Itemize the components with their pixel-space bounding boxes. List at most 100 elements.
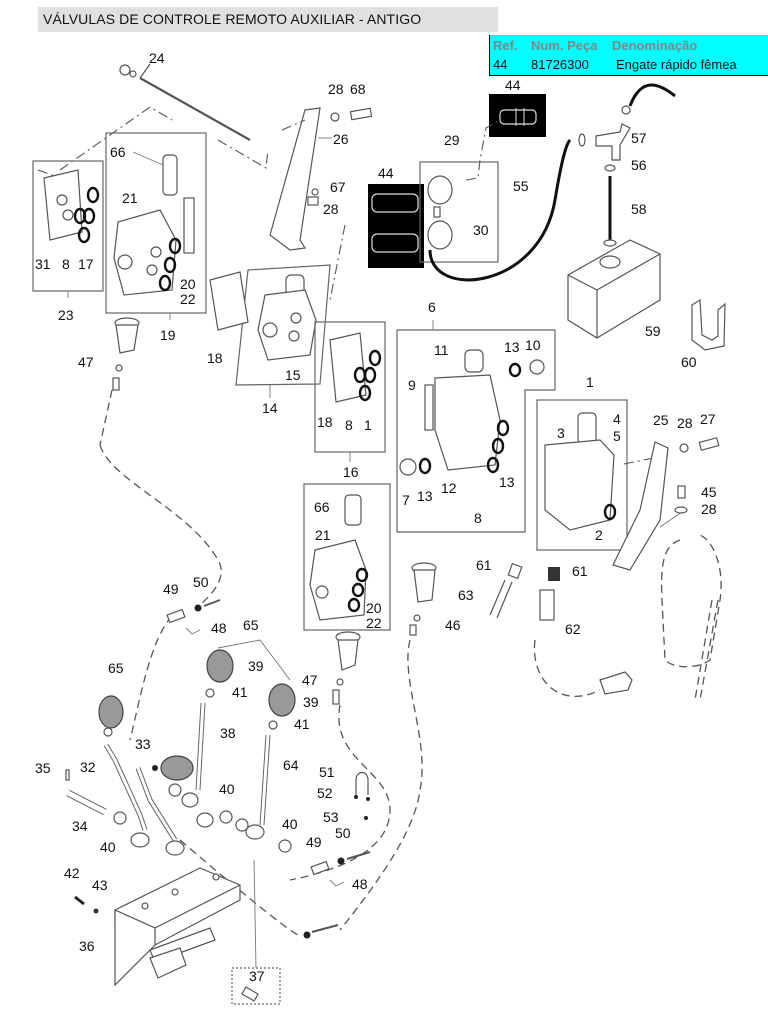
part-filter-dashed [660,534,722,701]
callout-22: 22 [366,615,382,631]
callout-28: 28 [701,501,717,517]
callout-39: 39 [248,658,264,674]
callout-27: 27 [700,411,716,427]
callout-21: 21 [122,190,138,206]
callout-45: 45 [701,484,717,500]
callout-labels: 24 28 68 26 44 44 29 57 56 55 58 30 67 2… [35,50,717,984]
part-screw-42 [74,895,99,914]
title-bar: VÁLVULAS DE CONTROLE REMOTO AUXILIAR - A… [38,7,498,32]
callout-41: 41 [232,684,248,700]
callout-9: 9 [408,377,416,393]
callout-49: 49 [163,581,179,597]
callout-40: 40 [282,816,298,832]
callout-65: 65 [243,617,259,633]
callout-56: 56 [631,157,647,173]
callout-1: 1 [586,374,594,390]
part-sleeve-46 [409,562,437,636]
row-part-number: 81726300 [531,57,589,72]
part-tank-59 [567,239,661,339]
header-part-number: Num. Peça [531,38,598,53]
callout-35: 35 [35,760,51,776]
callout-61: 61 [572,563,588,579]
callout-13: 13 [499,474,515,490]
callout-51: 51 [319,764,335,780]
group-box-lower-valve [303,483,391,631]
part-lever-33 [135,767,178,842]
group-box-37 [231,859,281,1005]
part-sleeve-47a [99,317,140,446]
part-tube-58 [603,176,617,247]
part-shaft-34 [65,769,107,816]
callout-40: 40 [100,839,116,855]
callout-19: 19 [160,327,176,343]
part-knob-39-a [205,639,291,698]
part-rod-24 [37,63,269,179]
group-box-1 [536,399,669,551]
callout-46: 46 [445,617,461,633]
callout-65: 65 [108,660,124,676]
page-title: VÁLVULAS DE CONTROLE REMOTO AUXILIAR - A… [43,11,422,27]
dashed-cables [99,444,423,937]
part-hose-63 [489,562,523,619]
callout-22: 22 [180,291,196,307]
callout-36: 36 [79,938,95,954]
callout-57: 57 [631,130,647,146]
callout-15: 15 [285,367,301,383]
part-coupler-44-top [489,94,546,137]
part-lever-32 [103,743,148,831]
callout-48: 48 [211,620,227,636]
callout-25: 25 [653,412,669,428]
group-box-29 [419,119,501,263]
callout-47: 47 [302,672,318,688]
callout-38: 38 [220,725,236,741]
part-lever-64 [259,734,271,826]
callout-7: 7 [402,492,410,508]
callout-13: 13 [417,488,433,504]
callout-40: 40 [219,781,235,797]
callout-3: 3 [557,425,565,441]
callout-30: 30 [473,222,489,238]
callout-47: 47 [78,354,94,370]
callout-44: 44 [505,77,521,93]
callout-34: 34 [72,818,88,834]
callout-39: 39 [303,694,319,710]
callout-50: 50 [335,825,351,841]
part-lever-38 [195,702,206,791]
part-bracket-25 [612,437,720,571]
part-knob-65-left [98,695,124,737]
callout-11: 11 [434,342,449,358]
callout-5: 5 [613,428,621,444]
part-knob-33 [152,755,194,781]
part-bracket-26 [269,107,373,251]
callout-48: 48 [352,876,368,892]
callout-23: 23 [58,307,74,323]
callout-8: 8 [62,256,70,272]
callout-49: 49 [306,834,322,850]
group-box-14 [209,224,346,398]
callout-28: 28 [328,81,344,97]
callout-26: 26 [333,131,349,147]
callout-63: 63 [458,587,474,603]
callout-33: 33 [135,736,151,752]
callout-29: 29 [444,132,460,148]
callout-64: 64 [283,757,299,773]
callout-32: 32 [80,759,96,775]
callout-4: 4 [613,411,621,427]
callout-66: 66 [314,499,330,515]
callout-68: 68 [350,81,366,97]
part-hose-55 [428,138,572,282]
part-cable-end-49-50-upper [166,599,221,635]
callout-20: 20 [180,276,196,292]
group-box-19 [105,132,207,320]
callout-18: 18 [317,414,333,430]
callout-67: 67 [330,179,346,195]
callout-44: 44 [378,165,394,181]
part-sleeve-47b [332,631,361,705]
group-box-16 [314,321,386,462]
callout-6: 6 [428,299,436,315]
callout-60: 60 [681,354,697,370]
part-ubolt-51 [354,771,370,820]
callout-10: 10 [525,337,541,353]
header-description: Denominação [612,38,698,53]
